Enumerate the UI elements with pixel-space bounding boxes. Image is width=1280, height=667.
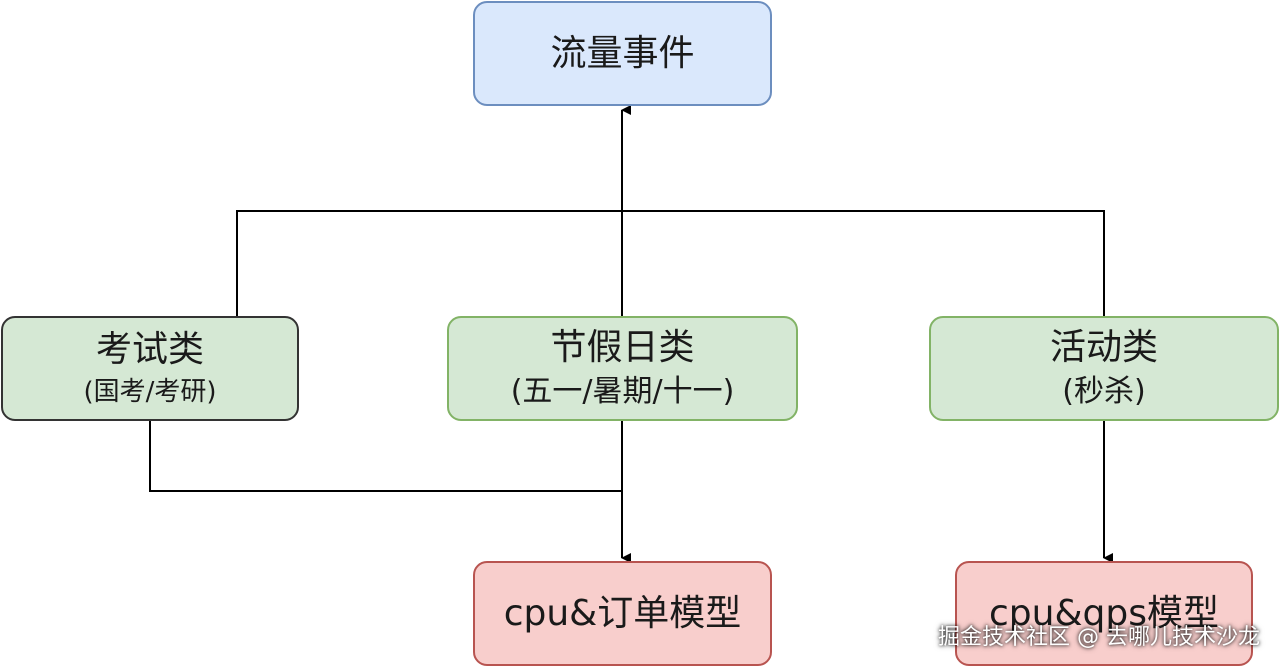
exam-node: 考试类 (国考/考研) [1, 316, 299, 421]
traffic-event-label: 流量事件 [550, 32, 695, 74]
activity-title: 活动类 [1049, 326, 1158, 368]
exam-title: 考试类 [95, 329, 204, 371]
connector-exam-to-order-model [149, 421, 622, 492]
holiday-subtitle: (五一/暑期/十一) [510, 374, 735, 410]
cpu-qps-model-label: cpu&qps模型 [989, 592, 1219, 634]
watermark-text: 掘金技术社区 @ 去哪儿技术沙龙 [938, 625, 1260, 650]
traffic-event-node: 流量事件 [473, 1, 772, 106]
activity-subtitle: (秒杀) [1062, 374, 1146, 410]
cpu-order-model-node: cpu&订单模型 [473, 561, 772, 666]
connector-exam-to-bus [236, 210, 1105, 316]
holiday-node: 节假日类 (五一/暑期/十一) [447, 316, 798, 421]
cpu-qps-model-node: cpu&qps模型 [955, 561, 1253, 666]
exam-subtitle: (国考/考研) [83, 376, 217, 407]
holiday-title: 节假日类 [550, 326, 695, 368]
activity-node: 活动类 (秒杀) [929, 316, 1279, 421]
cpu-order-model-label: cpu&订单模型 [503, 592, 742, 634]
